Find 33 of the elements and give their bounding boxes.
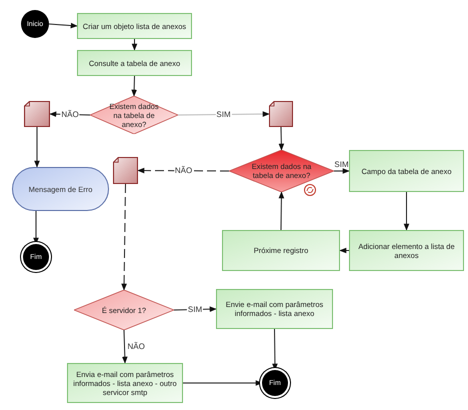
document-shape	[113, 157, 138, 184]
arrow	[48, 22, 78, 28]
edge-label: SIM	[215, 110, 232, 120]
process-box	[222, 230, 340, 271]
edge-label: NÃO	[60, 110, 80, 120]
edge-label: NÃO	[174, 166, 194, 176]
process-box	[216, 289, 333, 329]
edge-label: SIM	[186, 304, 204, 314]
edge-label: NÃO	[126, 342, 146, 352]
decision-diamond	[229, 150, 334, 192]
arrow	[131, 76, 137, 97]
process-box	[77, 13, 192, 39]
terminator-shape	[12, 167, 109, 211]
document-shape	[269, 101, 293, 127]
arrow	[132, 38, 138, 51]
arrow	[137, 168, 230, 174]
arrow	[122, 330, 128, 364]
arrow	[278, 191, 284, 230]
arrow	[34, 126, 40, 168]
arrow	[339, 248, 350, 254]
process-box	[67, 363, 183, 403]
arrow	[178, 111, 270, 117]
process-box	[77, 50, 192, 76]
arrow	[334, 168, 350, 174]
process-box	[349, 230, 464, 271]
arrow	[278, 126, 284, 151]
arrow	[404, 192, 410, 231]
document-shape	[24, 101, 50, 127]
arrow	[121, 184, 127, 291]
process-box	[349, 150, 464, 192]
decision-diamond	[74, 290, 174, 330]
edge-label: SIM	[333, 160, 350, 170]
decision-diamond	[90, 96, 178, 134]
